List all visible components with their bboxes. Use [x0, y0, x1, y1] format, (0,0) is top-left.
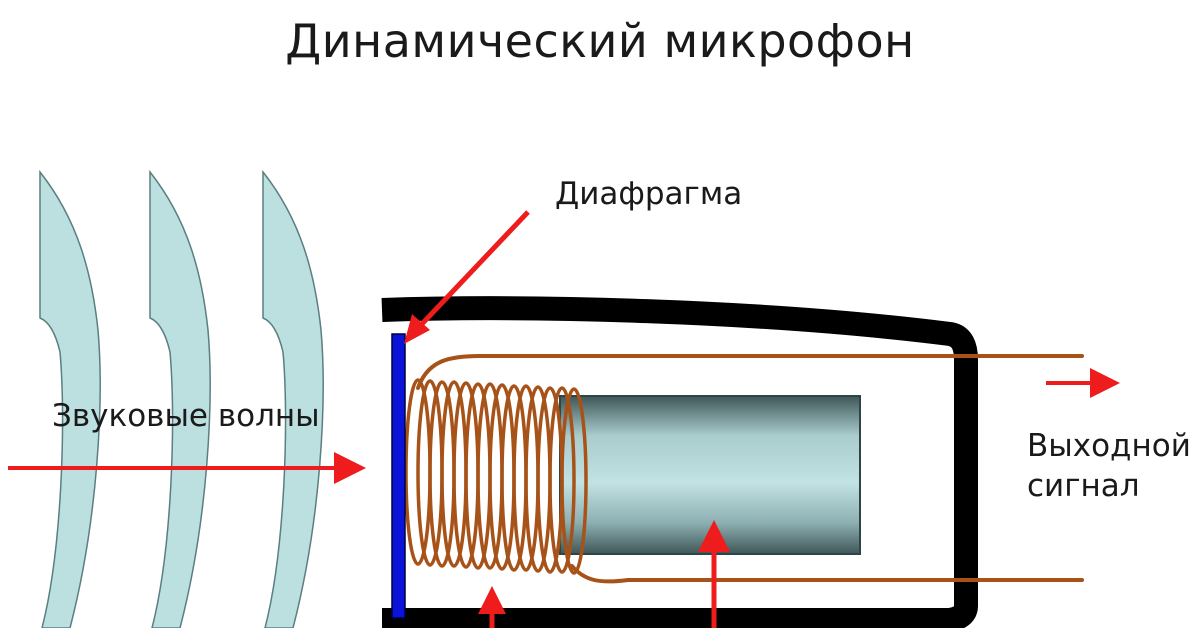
coil-up-arrow	[478, 586, 506, 628]
sound-wave-3	[262, 169, 324, 628]
output-wire-bottom	[570, 564, 1084, 584]
voice-coil	[404, 378, 588, 575]
output-signal-arrow	[1046, 368, 1120, 398]
diaphragm-pointer-arrow	[404, 210, 530, 344]
magnet-up-arrow	[698, 520, 730, 628]
sound-wave-1	[39, 169, 101, 628]
diagram-title: Динамический микрофон	[285, 14, 915, 68]
sound-waves	[39, 169, 324, 628]
output-wire-top	[416, 354, 1084, 390]
sound-waves-label: Звуковые волны	[52, 398, 320, 434]
microphone-housing	[381, 296, 978, 628]
output-signal-label-line1: Выходной	[1027, 428, 1191, 464]
magnet	[559, 395, 861, 555]
diaphragm	[391, 333, 406, 619]
output-signal-label-line2: сигнал	[1027, 468, 1140, 504]
sound-wave-2	[149, 169, 211, 628]
sound-input-arrow	[8, 452, 366, 484]
diaphragm-label: Диафрагма	[555, 176, 743, 212]
output-signal-label: Выходной сигнал	[1027, 426, 1200, 506]
